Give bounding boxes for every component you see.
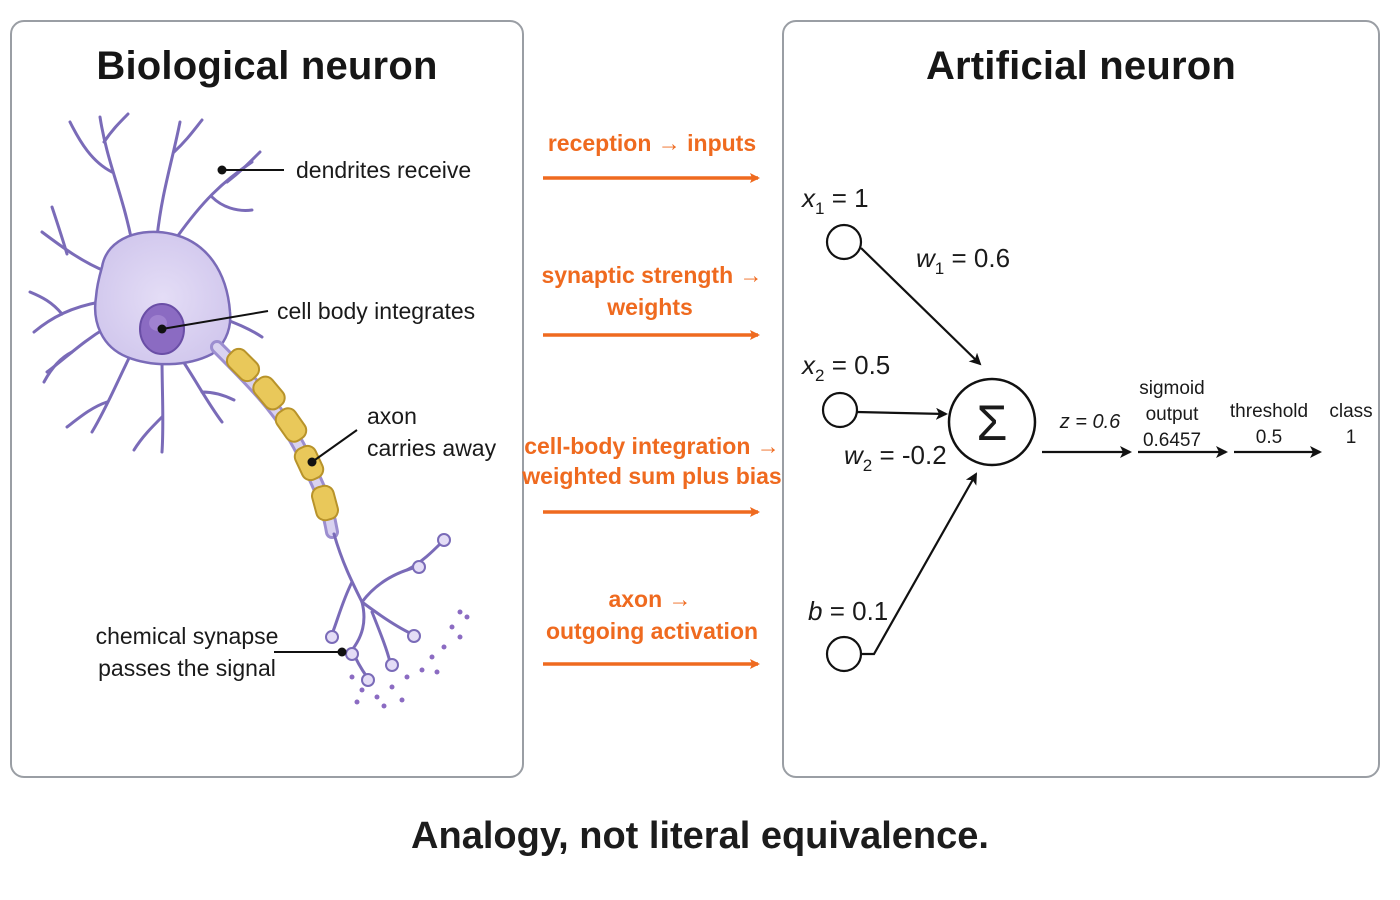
summation-node bbox=[947, 377, 1037, 467]
neurotransmitter-dots bbox=[349, 609, 470, 709]
synapse-pointer-dot bbox=[337, 647, 347, 657]
input-node-x1 bbox=[825, 223, 863, 261]
label-leaders bbox=[161, 169, 358, 653]
bias-label: b = 0.1 bbox=[808, 596, 888, 626]
sigma-symbol: Σ bbox=[977, 395, 1008, 451]
mapping-2-line1: synaptic strength → bbox=[541, 262, 762, 288]
mapping-1-line1: reception → inputs bbox=[548, 130, 756, 156]
mapping-4-line2: outgoing activation bbox=[546, 618, 758, 644]
mapping-2-line2: weights bbox=[606, 294, 693, 320]
input-label-x1: x1 = 1 bbox=[800, 183, 869, 218]
weight-label-w2: w2 = -0.2 bbox=[844, 440, 947, 475]
sigmoid-label-line2: output bbox=[1146, 404, 1200, 425]
class-value: 1 bbox=[1346, 427, 1357, 448]
dendrites-pointer-dot bbox=[217, 165, 227, 175]
sigmoid-label-line1: sigmoid bbox=[1139, 378, 1204, 399]
input-node-x2 bbox=[821, 391, 859, 429]
cell-body-label: cell body integrates bbox=[277, 298, 475, 324]
neuron-illustration: dendrites receive cell body integrates a… bbox=[28, 112, 497, 709]
synapse-label-line1: chemical synapse bbox=[96, 623, 279, 649]
threshold-value: 0.5 bbox=[1256, 427, 1282, 448]
edge-x1-sum bbox=[860, 247, 982, 366]
biological-neuron-panel: Biological neuron bbox=[10, 20, 524, 778]
terminal-boutons bbox=[325, 533, 451, 687]
perceptron-diagram: Σ x1 = 1 x2 = 0.5 b = 0.1 w1 = 0.6 w2 = … bbox=[800, 183, 1373, 673]
myelin-sheath bbox=[225, 347, 340, 522]
mapping-3-line1: cell-body integration → bbox=[524, 433, 780, 459]
mapping-3-line2: weighted sum plus bias bbox=[521, 463, 781, 489]
bias-node bbox=[825, 635, 863, 673]
artificial-panel-title: Artificial neuron bbox=[925, 44, 1237, 88]
axon-pointer-dot bbox=[307, 457, 317, 467]
synapse-label-line2: passes the signal bbox=[98, 655, 276, 681]
cell-body-pointer-dot bbox=[157, 324, 167, 334]
artificial-neuron-panel: Artificial neuron Σ x1 = 1 x2 = 0.5 b = … bbox=[782, 20, 1380, 778]
mapping-4-line1: axon → bbox=[608, 586, 691, 612]
caption: Analogy, not literal equivalence. bbox=[411, 815, 989, 857]
sigmoid-output-value: 0.6457 bbox=[1143, 430, 1201, 451]
input-label-x2: x2 = 0.5 bbox=[800, 350, 890, 385]
class-label: class bbox=[1329, 401, 1372, 422]
weight-label-w1: w1 = 0.6 bbox=[916, 243, 1010, 278]
axon-label-line1: axon bbox=[367, 403, 417, 429]
edge-x2-sum bbox=[856, 407, 948, 420]
dendrites-label: dendrites receive bbox=[296, 157, 471, 183]
biological-panel-title: Biological neuron bbox=[96, 44, 438, 88]
threshold-label: threshold bbox=[1230, 401, 1308, 422]
z-label: z = 0.6 bbox=[1059, 411, 1121, 433]
axon-label-line2: carries away bbox=[367, 435, 497, 461]
cell-body bbox=[93, 230, 232, 366]
edge-bias-sum bbox=[861, 472, 977, 656]
